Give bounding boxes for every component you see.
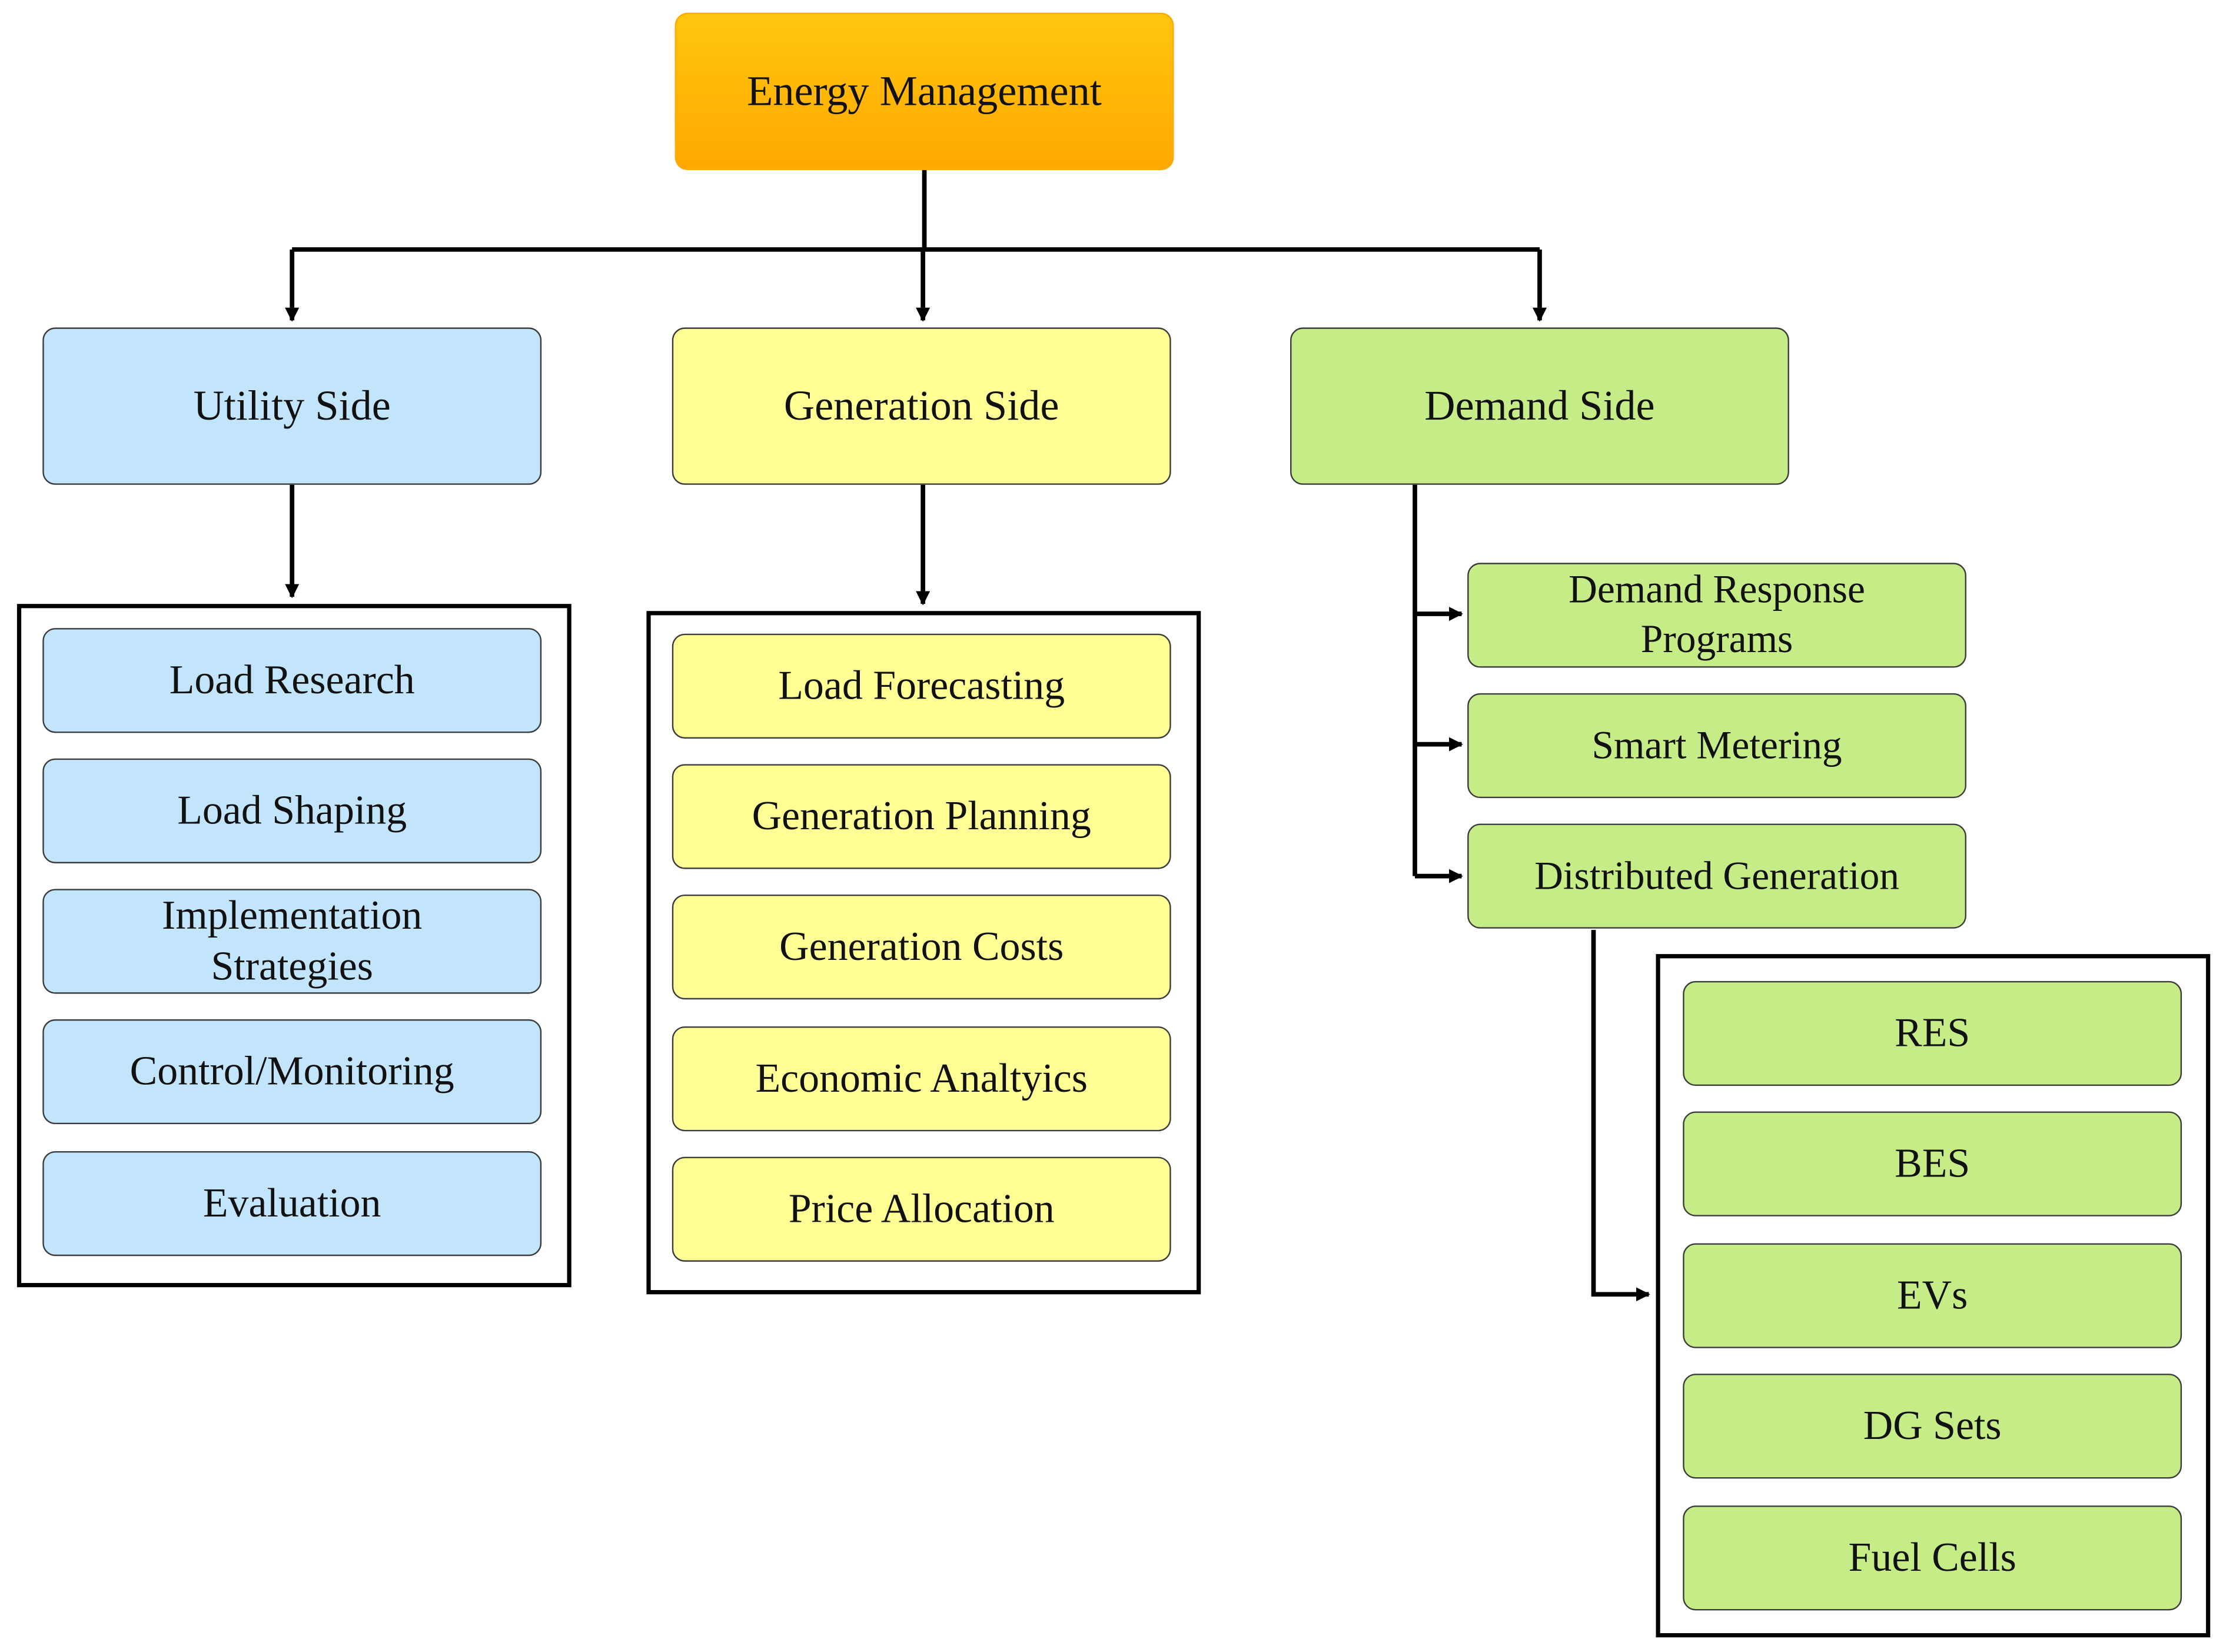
load-research-label: Load Research: [169, 657, 415, 703]
generation-costs-box: Generation Costs: [672, 894, 1171, 1000]
utility-side-box: Utility Side: [42, 327, 542, 485]
load-shaping-label: Load Shaping: [177, 787, 407, 834]
res-box: RES: [1683, 980, 2182, 1086]
generation-side-label: Generation Side: [783, 382, 1059, 430]
demand-side-label: Demand Side: [1424, 382, 1655, 430]
evaluation-box: Evaluation: [42, 1151, 542, 1257]
res-label: RES: [1895, 1011, 1971, 1056]
implementation-strategies-box: Implementation Strategies: [42, 889, 542, 994]
smart-metering-box: Smart Metering: [1467, 693, 1967, 799]
control-monitoring-box: Control/Monitoring: [42, 1019, 542, 1125]
implementation-strategies-label: Implementation Strategies: [162, 892, 423, 990]
bes-box: BES: [1683, 1111, 2182, 1216]
price-allocation-box: Price Allocation: [672, 1156, 1171, 1262]
distributed-generation-box: Distributed Generation: [1467, 823, 1967, 929]
control-monitoring-label: Control/Monitoring: [129, 1049, 454, 1095]
smart-metering-label: Smart Metering: [1591, 723, 1842, 768]
generation-planning-box: Generation Planning: [672, 764, 1171, 869]
demand-response-programs-label: Demand Response Programs: [1569, 568, 1866, 662]
energy-management-box: Energy Management: [674, 12, 1174, 171]
evaluation-label: Evaluation: [202, 1181, 381, 1226]
demand-response-programs-box: Demand Response Programs: [1467, 563, 1967, 668]
distributed-generation-label: Distributed Generation: [1534, 854, 1900, 898]
load-forecasting-label: Load Forecasting: [778, 663, 1065, 709]
fuel-cells-box: Fuel Cells: [1683, 1505, 2182, 1611]
dg-to-group-arrow: [1591, 930, 1650, 1302]
economic-analytics-label: Economic Analtyics: [755, 1056, 1088, 1102]
generation-side-box: Generation Side: [672, 327, 1171, 485]
load-shaping-box: Load Shaping: [42, 758, 542, 863]
energy-management-label: Energy Management: [747, 68, 1102, 115]
load-research-box: Load Research: [42, 628, 542, 733]
price-allocation-label: Price Allocation: [788, 1186, 1055, 1232]
dg-sets-label: DG Sets: [1863, 1403, 2002, 1449]
bes-label: BES: [1895, 1141, 1971, 1186]
load-forecasting-box: Load Forecasting: [672, 633, 1171, 739]
demand-side-box: Demand Side: [1290, 327, 1789, 485]
evs-label: EVs: [1897, 1272, 1968, 1318]
evs-box: EVs: [1683, 1243, 2182, 1348]
utility-side-label: Utility Side: [193, 382, 391, 430]
economic-analytics-box: Economic Analtyics: [672, 1026, 1171, 1132]
generation-planning-label: Generation Planning: [752, 793, 1091, 839]
generation-costs-label: Generation Costs: [779, 924, 1064, 970]
fuel-cells-label: Fuel Cells: [1848, 1535, 2016, 1581]
dg-sets-box: DG Sets: [1683, 1374, 2182, 1479]
